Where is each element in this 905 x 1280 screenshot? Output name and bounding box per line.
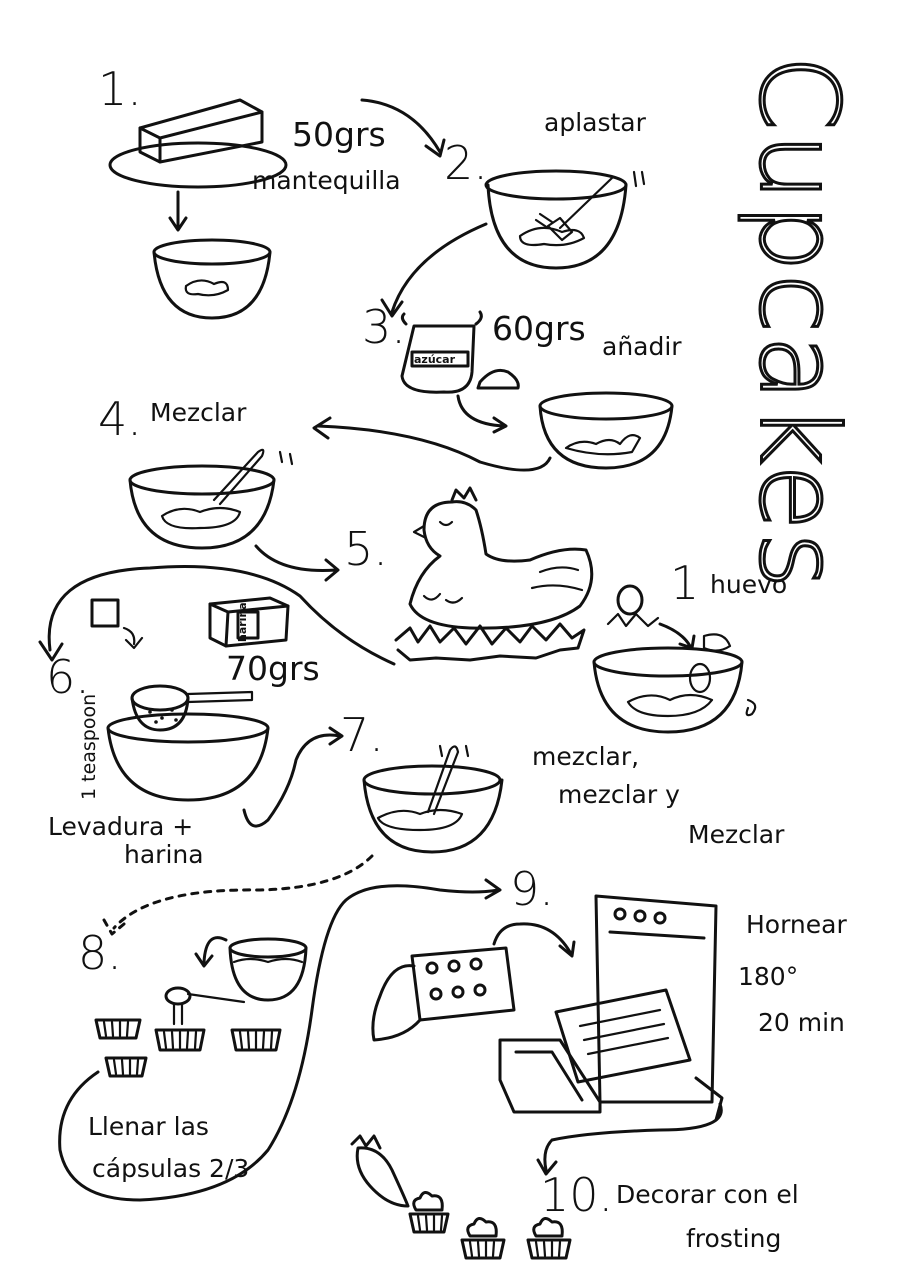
step-10-number: 10. xyxy=(540,1168,614,1222)
step-3-number: 3. xyxy=(362,300,406,354)
arrow-9-to-10 xyxy=(536,1102,723,1176)
arrow-3-to-bowl xyxy=(456,394,508,434)
step-1-quantity: 50grs xyxy=(292,115,386,154)
arrow-5-to-6 xyxy=(38,565,396,666)
step-5-number: 5. xyxy=(344,522,388,576)
arrow-8-curl xyxy=(194,936,228,968)
step-6-quantity: 70grs xyxy=(226,649,320,688)
step-6-spoon: 1 teaspoon xyxy=(78,693,100,800)
sugar-bag-icon xyxy=(400,310,520,394)
hen-icon xyxy=(408,486,594,630)
bowl-with-spoon-icon xyxy=(128,448,294,550)
sieve-icon xyxy=(130,684,254,732)
ladle-icon xyxy=(164,986,246,1026)
bowl-with-butter-icon xyxy=(152,238,272,320)
oven-mitt-tray-icon xyxy=(371,946,516,1042)
step-6-label-line2: harina xyxy=(124,840,204,869)
step-1-number: 1. xyxy=(98,62,142,116)
step-5-label: huevo xyxy=(710,570,788,599)
loop-8-to-9 xyxy=(58,878,502,1202)
arrow-2-to-3 xyxy=(380,222,488,318)
butter-plate-icon xyxy=(108,98,288,189)
step-7-number: 7. xyxy=(340,708,384,762)
step-7-label-line3: Mezclar xyxy=(688,820,785,849)
recipe-title: Cupcakes xyxy=(734,54,862,592)
step-6-number: 6. xyxy=(46,650,90,704)
piping-bag-icon xyxy=(350,1134,410,1208)
step-3-quantity: 60grs xyxy=(492,309,586,348)
bowl-with-spoon-icon-2 xyxy=(362,744,504,854)
arrow-1-to-2 xyxy=(360,98,446,158)
arrow-4-to-5 xyxy=(254,544,340,582)
arrow-7-to-8 xyxy=(102,854,374,936)
step-7-label-line2: mezclar y xyxy=(558,780,680,809)
step-8-number: 8. xyxy=(78,926,122,980)
step-9-time: 20 min xyxy=(758,1008,845,1037)
step-2-number: 2. xyxy=(444,136,488,190)
step-1-label: mantequilla xyxy=(252,166,401,195)
step-9-label: Hornear xyxy=(746,910,847,939)
step-3-label: añadir xyxy=(602,332,682,361)
arrow-3-to-4 xyxy=(312,416,552,472)
sugar-package-label: azúcar xyxy=(414,353,456,366)
flour-package-label: harina xyxy=(236,602,249,642)
step-4-label: Mezclar xyxy=(150,398,247,427)
batter-bowl-icon xyxy=(228,937,308,1002)
arrow-1-down xyxy=(168,190,188,232)
step-8-label-line2: cápsulas 2/3 xyxy=(92,1154,250,1183)
step-10-label-line2: frosting xyxy=(686,1224,782,1253)
egg-icon xyxy=(606,584,660,628)
step-10-label-line1: Decorar con el xyxy=(616,1180,799,1209)
teaspoon-square-icon xyxy=(90,598,144,650)
arrow-egg-to-bowl xyxy=(658,622,696,650)
step-2-label: aplastar xyxy=(544,108,646,137)
step-6-label-line1: Levadura + xyxy=(48,812,194,841)
step-9-temperature: 180° xyxy=(738,962,799,991)
bowl-with-sugar-icon xyxy=(538,391,674,470)
arrow-6-to-7 xyxy=(242,726,344,828)
step-7-label-line1: mezclar, xyxy=(532,742,640,771)
title-text: Cupcakes xyxy=(734,54,862,592)
oven-icon xyxy=(498,894,724,1122)
step-8-label-line1: Llenar las xyxy=(88,1112,209,1141)
decorated-cupcakes-icon xyxy=(408,1191,572,1260)
bowl-with-egg-icon xyxy=(592,633,757,734)
flour-box-icon xyxy=(208,596,290,648)
bowl-with-flour-icon xyxy=(106,712,270,802)
step-5-quantity: 1 xyxy=(670,556,700,610)
nest-icon xyxy=(394,622,586,662)
arrow-tray-to-oven xyxy=(492,922,576,958)
step-4-number: 4. xyxy=(98,392,142,446)
bowl-with-fork-icon xyxy=(484,169,646,270)
step-9-number: 9. xyxy=(510,862,554,916)
cupcake-liners-icon xyxy=(94,1018,282,1078)
